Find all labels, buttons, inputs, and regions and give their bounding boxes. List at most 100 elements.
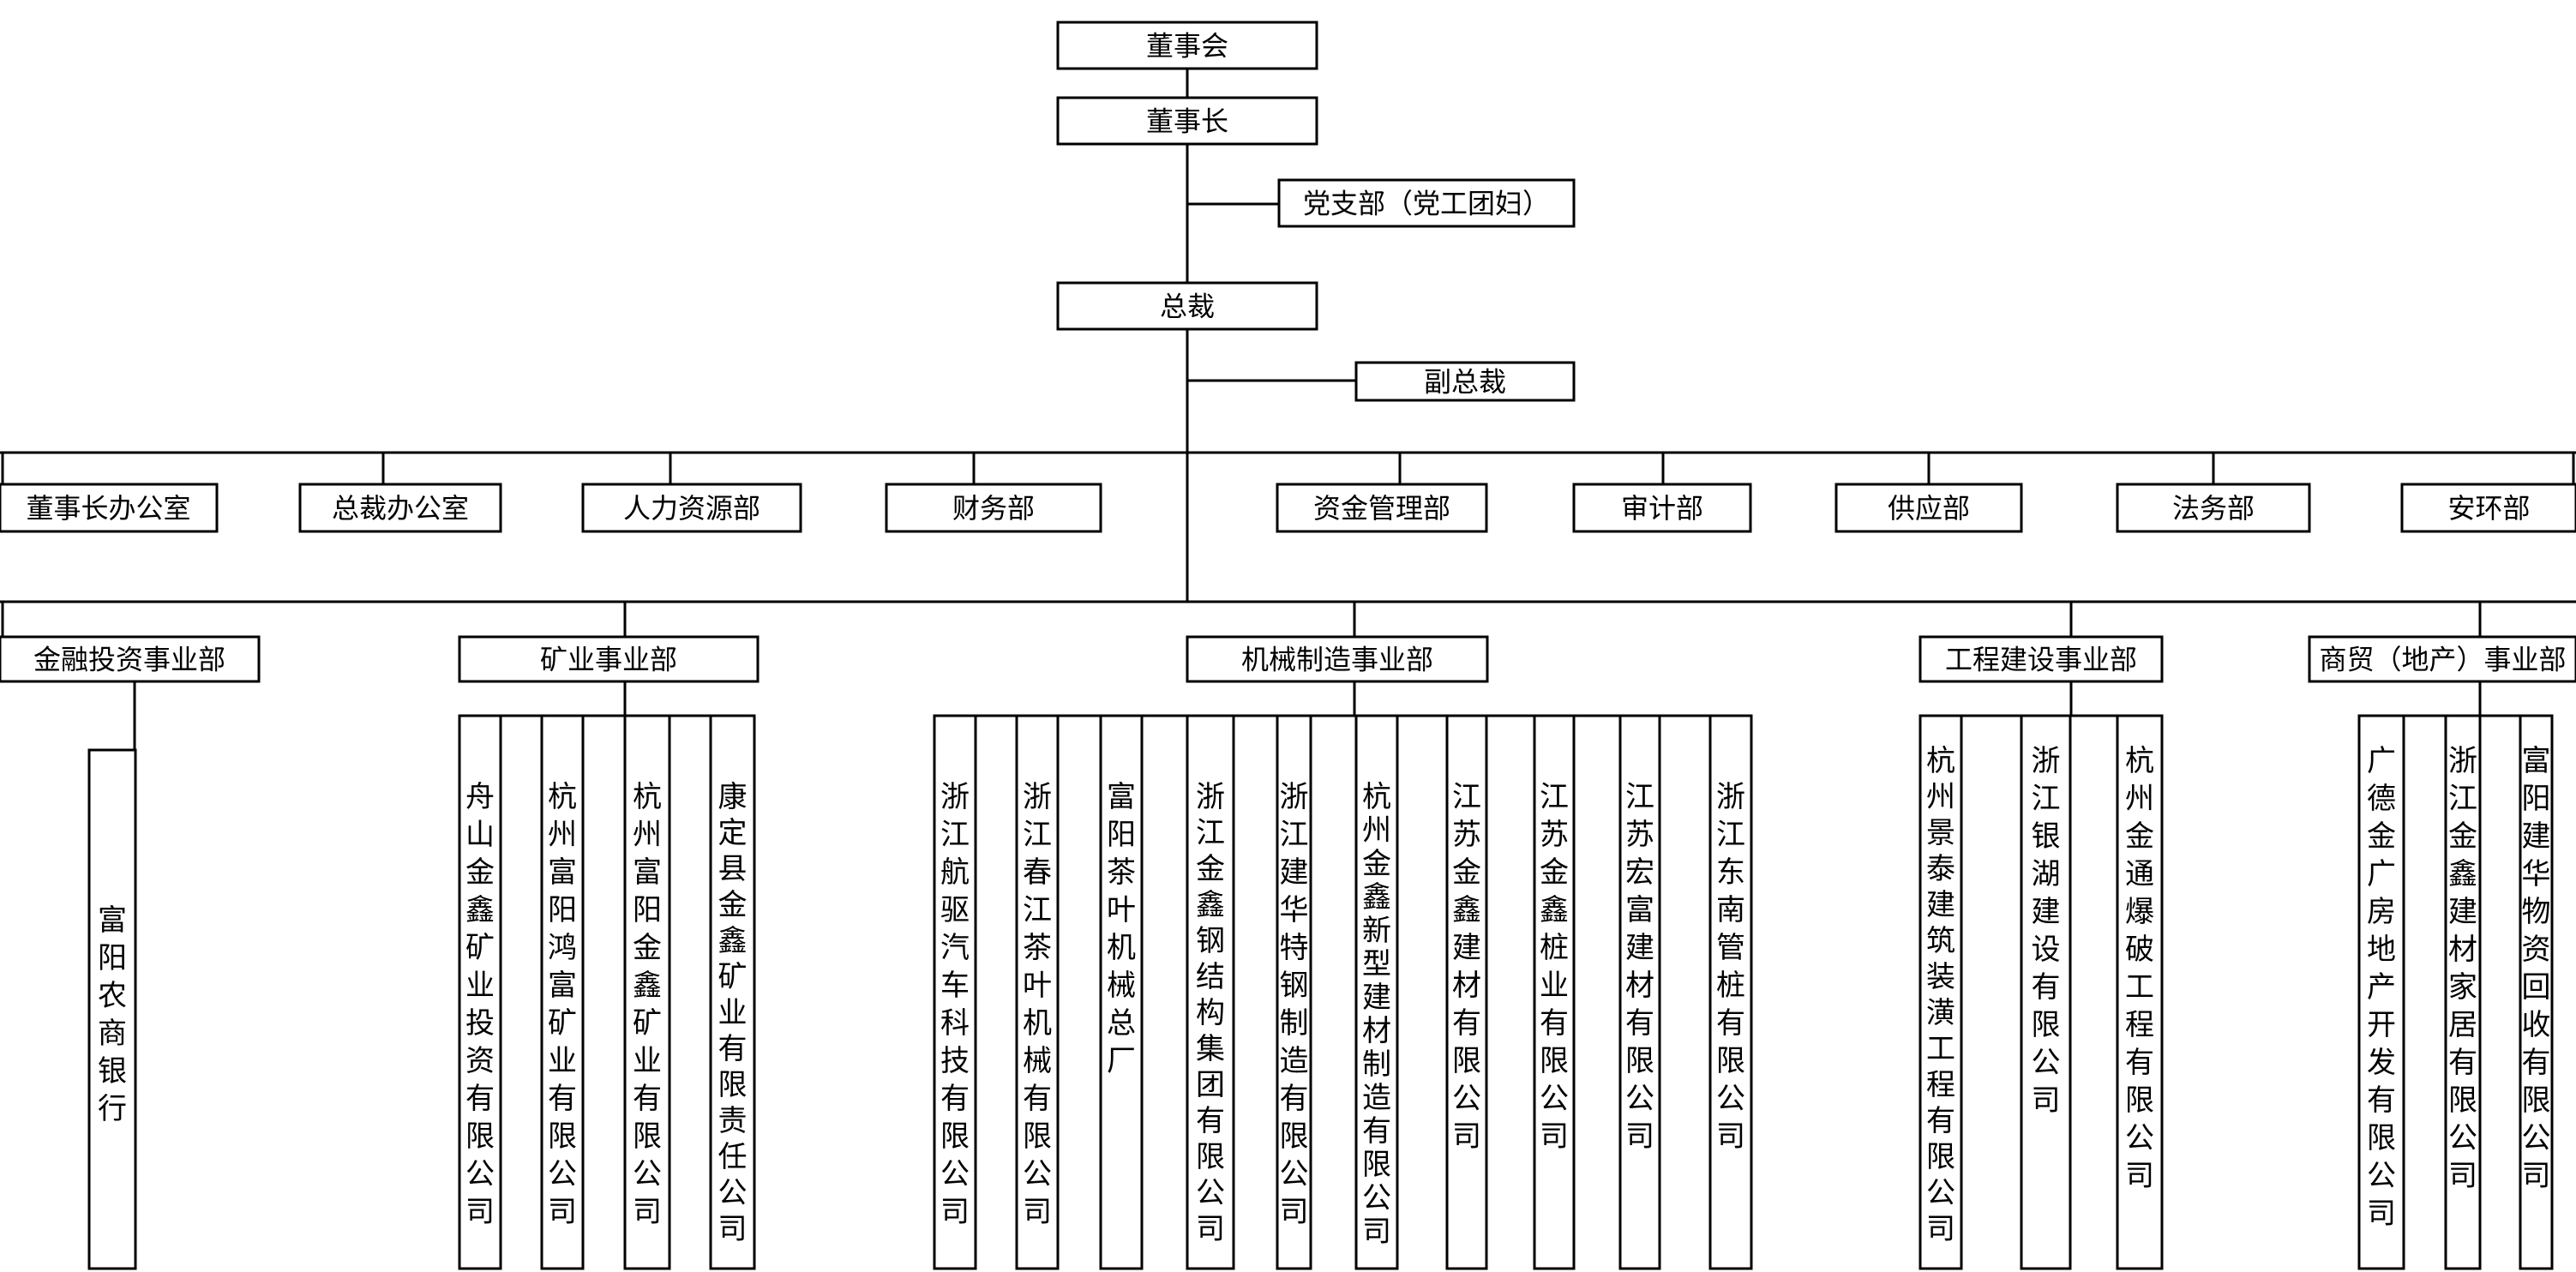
- division-2-box: [458, 635, 760, 683]
- division-1-box: [0, 635, 261, 683]
- company-3-6: 杭州金鑫新型建材制造有限公司: [1354, 714, 1399, 1270]
- company-3-4: 浙江金鑫钢结构集团有限公司: [1186, 714, 1235, 1270]
- company-2-4: 康定县金鑫矿业有限责任公司: [709, 714, 756, 1270]
- company-3-2-label: 浙江春江茶叶机械有限公司: [1023, 780, 1052, 1229]
- company-3-8: 江苏金鑫桩业有限公司: [1533, 714, 1576, 1270]
- company-3-4-label: 浙江金鑫钢结构集团有限公司: [1196, 780, 1225, 1246]
- company-3-1-label: 浙江航驱汽车科技有限公司: [940, 780, 970, 1229]
- company-2-2: 杭州富阳鸿富矿业有限公司: [540, 714, 585, 1270]
- division-2: 矿业事业部: [458, 635, 760, 683]
- company-2-3: 杭州富阳金鑫矿业有限公司: [623, 714, 671, 1270]
- company-4-1-label: 杭州景泰建筑装潢工程有限公司: [1926, 744, 1955, 1246]
- division-4-label: 工程建设事业部: [1945, 644, 2137, 676]
- vice-president-box-label: 副总裁: [1424, 366, 1506, 399]
- department-7-box: [1834, 483, 2023, 533]
- company-3-4-box: [1186, 714, 1235, 1270]
- company-5-1-label: 广德金广房地产开发有限公司: [2367, 744, 2396, 1231]
- company-5-3-label: 富阳建华物资回收有限公司: [2522, 744, 2551, 1193]
- company-4-2-box: [2020, 714, 2072, 1270]
- president-box-label: 总裁: [1160, 291, 1215, 323]
- vice-president-box: 副总裁: [1354, 361, 1576, 402]
- board-box-box: [1056, 21, 1318, 70]
- division-1-label: 金融投资事业部: [33, 644, 225, 676]
- company-4-3-box: [2116, 714, 2164, 1270]
- company-2-3-box: [623, 714, 671, 1270]
- president-box-box: [1056, 281, 1318, 331]
- company-3-10-label: 浙江东南管桩有限公司: [1716, 780, 1745, 1154]
- chairman-box-box: [1056, 96, 1318, 146]
- company-4-3: 杭州金通爆破工程有限公司: [2116, 714, 2164, 1270]
- company-3-5-box: [1276, 714, 1312, 1270]
- department-1: 董事长办公室: [0, 483, 219, 533]
- company-3-3: 富阳茶叶机械总厂: [1099, 714, 1144, 1270]
- department-8-box: [2116, 483, 2311, 533]
- department-5-box: [1276, 483, 1488, 533]
- company-2-3-label: 杭州富阳金鑫矿业有限公司: [633, 780, 662, 1229]
- division-1: 金融投资事业部: [0, 635, 261, 683]
- department-3-label: 人力资源部: [623, 492, 760, 525]
- chairman-box: 董事长: [1056, 96, 1318, 146]
- division-5-label: 商贸（地产）事业部: [2319, 644, 2566, 676]
- party-branch-box-label: 党支部（党工团妇）: [1303, 188, 1550, 220]
- company-4-1: 杭州景泰建筑装潢工程有限公司: [1918, 714, 1963, 1270]
- department-5: 资金管理部: [1276, 483, 1488, 533]
- company-2-1: 舟山金鑫矿业投资有限公司: [458, 714, 502, 1270]
- company-3-6-box: [1354, 714, 1399, 1270]
- company-3-3-label: 富阳茶叶机械总厂: [1107, 780, 1136, 1078]
- chairman-box-label: 董事长: [1146, 105, 1228, 138]
- division-2-label: 矿业事业部: [540, 644, 677, 676]
- department-4: 财务部: [885, 483, 1102, 533]
- company-1-1-box: [87, 748, 137, 1270]
- department-9: 安环部: [2400, 483, 2576, 533]
- company-3-9-label: 江苏宏富建材有限公司: [1625, 780, 1654, 1154]
- department-2-label: 总裁办公室: [332, 492, 469, 525]
- company-3-5: 浙江建华特钢制造有限公司: [1276, 714, 1312, 1270]
- company-2-1-label: 舟山金鑫矿业投资有限公司: [465, 780, 495, 1229]
- company-5-3-box: [2519, 714, 2554, 1270]
- department-4-box: [885, 483, 1102, 533]
- company-3-9: 江苏宏富建材有限公司: [1618, 714, 1661, 1270]
- company-3-8-box: [1533, 714, 1576, 1270]
- company-3-3-box: [1099, 714, 1144, 1270]
- company-4-1-box: [1918, 714, 1963, 1270]
- department-1-box: [0, 483, 219, 533]
- org-boxes: 董事会董事长党支部（党工团妇）总裁副总裁董事长办公室总裁办公室人力资源部财务部资…: [0, 21, 2576, 1270]
- company-1-1: 富阳农商银行: [87, 748, 137, 1270]
- company-2-2-label: 杭州富阳鸿富矿业有限公司: [548, 780, 577, 1229]
- department-7: 供应部: [1834, 483, 2023, 533]
- company-3-5-label: 浙江建华特钢制造有限公司: [1280, 780, 1309, 1229]
- department-7-label: 供应部: [1888, 492, 1970, 525]
- department-6-label: 审计部: [1621, 492, 1703, 525]
- party-branch-box-box: [1277, 178, 1576, 228]
- department-6: 审计部: [1572, 483, 1752, 533]
- company-2-1-box: [458, 714, 502, 1270]
- company-5-2-box: [2444, 714, 2482, 1270]
- department-3-box: [581, 483, 802, 533]
- division-4-box: [1918, 635, 2164, 683]
- company-4-2-label: 浙江银湖建设有限公司: [2032, 744, 2061, 1118]
- department-2-box: [298, 483, 502, 533]
- company-3-1: 浙江航驱汽车科技有限公司: [933, 714, 977, 1270]
- company-2-4-box: [709, 714, 756, 1270]
- department-8: 法务部: [2116, 483, 2311, 533]
- party-branch-box: 党支部（党工团妇）: [1277, 178, 1576, 228]
- company-3-10-box: [1708, 714, 1753, 1270]
- department-5-label: 资金管理部: [1313, 492, 1450, 525]
- president-box: 总裁: [1056, 281, 1318, 331]
- department-9-label: 安环部: [2447, 492, 2530, 525]
- division-5: 商贸（地产）事业部: [2308, 635, 2576, 683]
- company-2-4-label: 康定县金鑫矿业有限责任公司: [718, 780, 748, 1246]
- department-6-box: [1572, 483, 1752, 533]
- company-5-1-box: [2357, 714, 2405, 1270]
- department-8-label: 法务部: [2172, 492, 2255, 525]
- connector-lines: [0, 69, 2576, 750]
- vice-president-box-box: [1354, 361, 1576, 402]
- company-5-1: 广德金广房地产开发有限公司: [2357, 714, 2405, 1270]
- company-5-3: 富阳建华物资回收有限公司: [2519, 714, 2554, 1270]
- company-3-8-label: 江苏金鑫桩业有限公司: [1540, 780, 1569, 1154]
- department-1-label: 董事长办公室: [26, 492, 190, 525]
- department-3: 人力资源部: [581, 483, 802, 533]
- division-3-box: [1186, 635, 1489, 683]
- division-3-label: 机械制造事业部: [1241, 644, 1433, 676]
